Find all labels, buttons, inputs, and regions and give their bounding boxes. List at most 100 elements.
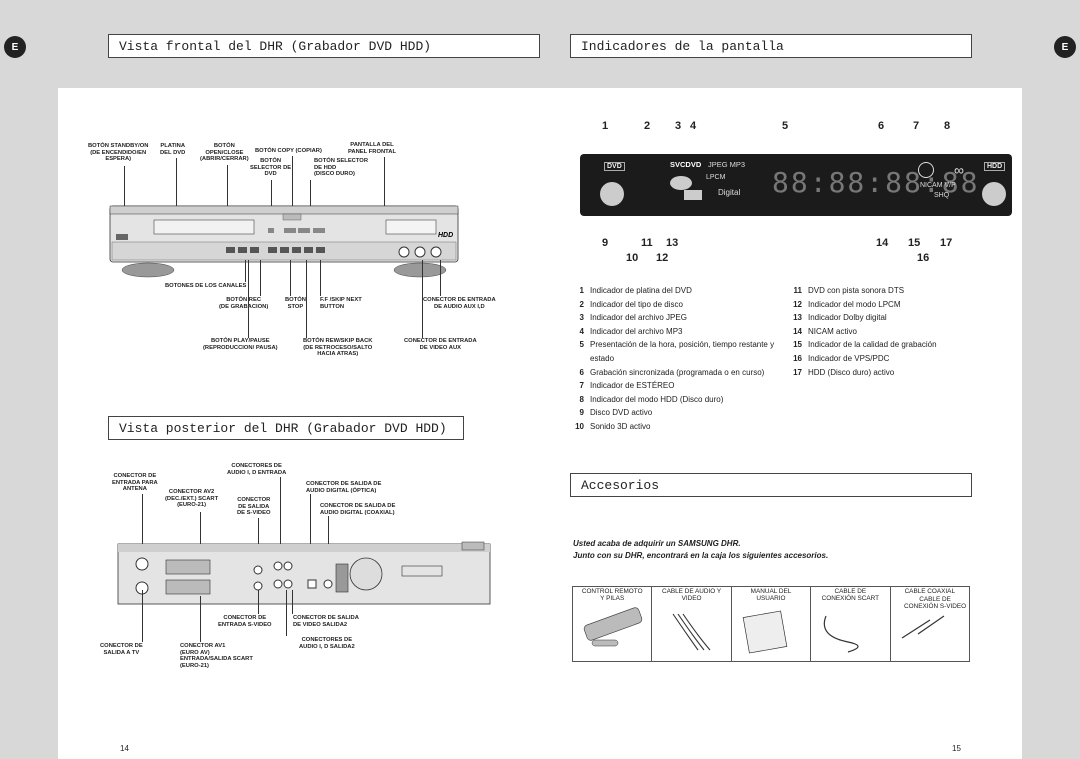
accessories-note-2: Junto con su DHR, encontrará en la caja … (573, 551, 829, 560)
num-12: 12 (656, 252, 669, 264)
display-hdd: HDD (984, 162, 1006, 171)
label-svideo-out: CONECTOR DE SALIDA DE S-VIDEO (237, 497, 271, 517)
stereo-icon: ∞ (954, 162, 964, 178)
num-6: 6 (878, 120, 885, 132)
num-11: 11 (641, 237, 653, 249)
label-rec: BOTÓN REC (DE GRABACION) (219, 297, 269, 310)
accessory-coaxial: CABLE COAXIAL (889, 586, 971, 662)
dts-icon (684, 190, 702, 200)
dvd-recorder-rear-illustration (117, 541, 491, 605)
num-3: 3 (675, 120, 682, 132)
num-10: 10 (626, 252, 639, 264)
rear-view-title: Vista posterior del DHR (Grabador DVD HD… (108, 416, 464, 440)
display-lpcm: LPCM (706, 174, 726, 181)
hdd-disc-icon (982, 182, 1006, 206)
label-svideo-in: CONECTOR DE ENTRADA S-VIDEO (218, 615, 272, 628)
accessory-svideo: CABLE DE CONEXIÓN S-VIDEO (904, 596, 967, 610)
display-dvd: DVD (604, 162, 625, 171)
label-play: BOTÓN PLAY/PAUSE (REPRODUCCION/ PAUSA) (203, 338, 278, 351)
display-digits: 88:88:88:88 (772, 166, 980, 199)
accessory-av-cable: CABLE DE AUDIO Y VIDEO (651, 586, 732, 662)
svg-text:HDD: HDD (438, 232, 453, 239)
left-side-band (0, 0, 58, 759)
num-5: 5 (782, 120, 789, 132)
label-ff: F.F /SKIP NEXT BUTTON (320, 297, 362, 310)
label-platina: PLATINA DEL DVD (160, 143, 186, 156)
label-aux-audio: CONECTOR DE ENTRADA DE AUDIO AUX I,D (423, 297, 496, 310)
label-canales: BOTONES DE LOS CANALES (165, 283, 247, 289)
label-antena: CONECTOR DE ENTRADA PARA ANTENA (112, 473, 158, 493)
num-9: 9 (602, 237, 609, 249)
left-page: E Vista frontal del DHR (Grabador DVD HD… (0, 0, 540, 759)
num-15: 15 (908, 237, 921, 249)
page-number-left: 14 (120, 744, 129, 753)
front-display-panel: DVD SVCDVD JPEG MP3 LPCM Digital 88:88:8… (580, 154, 1012, 216)
label-audio-salida2: CONECTORES DE AUDIO I, D SALIDA2 (299, 637, 355, 650)
num-14: 14 (876, 237, 889, 249)
front-view-title: Vista frontal del DHR (Grabador DVD HDD) (108, 34, 540, 58)
label-audio-in: CONECTORES DE AUDIO I, D ENTRADA (227, 463, 287, 476)
dvd-disc-icon (600, 182, 624, 206)
label-av2: CONECTOR AV2 (DEC./EXT.) SCART (EURO-21) (165, 489, 219, 509)
accessories-title: Accesorios (570, 473, 972, 497)
accessories-illustration (583, 607, 945, 654)
num-7: 7 (913, 120, 920, 132)
label-av1: CONECTOR AV1 (EURO AV) ENTRADA/SALIDA SC… (180, 643, 253, 669)
label-stop: BOTÓN STOP (285, 297, 306, 310)
display-shq: SHQ (934, 192, 950, 199)
label-standby: BOTÓN STANDBY/ON (DE ENCENDIDO/EN ESPERA… (88, 143, 149, 163)
language-badge: E (4, 36, 26, 58)
num-13: 13 (666, 237, 679, 249)
label-pantalla: PANTALLA DEL PANEL FRONTAL (348, 142, 396, 155)
label-salida-tv: CONECTOR DE SALIDA A TV (100, 643, 143, 656)
num-17: 17 (940, 237, 953, 249)
right-side-band (1022, 0, 1080, 759)
num-4: 4 (690, 120, 697, 132)
language-badge-right: E (1054, 36, 1076, 58)
3d-sound-icon (670, 176, 692, 190)
label-selector-dvd: BOTÓN SELECTOR DE DVD (250, 158, 292, 178)
label-rew: BOTÓN REW/SKIP BACK (DE RETROCESO/SALTO … (303, 338, 373, 358)
right-page: E Indicadores de la pantalla 1 2 3 4 5 6… (540, 0, 1080, 759)
num-8: 8 (944, 120, 951, 132)
accessories-note-1: Usted acaba de adquirir un SAMSUNG DHR. (573, 539, 741, 548)
label-selector-hdd: BOTÓN SELECTOR DE HDD (DISCO DURO) (314, 158, 369, 178)
left-content-area (92, 88, 540, 738)
num-16: 16 (917, 252, 930, 264)
display-jpeg: JPEG MP3 (708, 160, 746, 169)
page-number-right: 15 (952, 744, 961, 753)
label-open: BOTÓN OPEN/CLOSE (ABRIR/CERRAR) (200, 143, 249, 163)
dvd-recorder-front-illustration: HDD (109, 205, 459, 278)
clock-icon (918, 162, 934, 178)
display-digital: Digital (718, 188, 741, 197)
accessory-scart: CABLE DE CONEXIÓN SCART (810, 586, 891, 662)
label-video-aux: CONECTOR DE ENTRADA DE VIDEO AUX (404, 338, 477, 351)
label-video-salida2: CONECTOR DE SALIDA DE VIDEO SALIDA2 (293, 615, 359, 628)
display-svcdvd: SVCDVD (670, 160, 702, 169)
label-coaxial: CONECTOR DE SALIDA DE AUDIO DIGITAL (COA… (320, 503, 396, 516)
num-2: 2 (644, 120, 651, 132)
label-copy: BOTÓN COPY (COPIAR) (255, 148, 322, 154)
display-indicators-title: Indicadores de la pantalla (570, 34, 972, 58)
display-nicam: NICAM V/P (920, 182, 956, 189)
num-1: 1 (602, 120, 609, 132)
